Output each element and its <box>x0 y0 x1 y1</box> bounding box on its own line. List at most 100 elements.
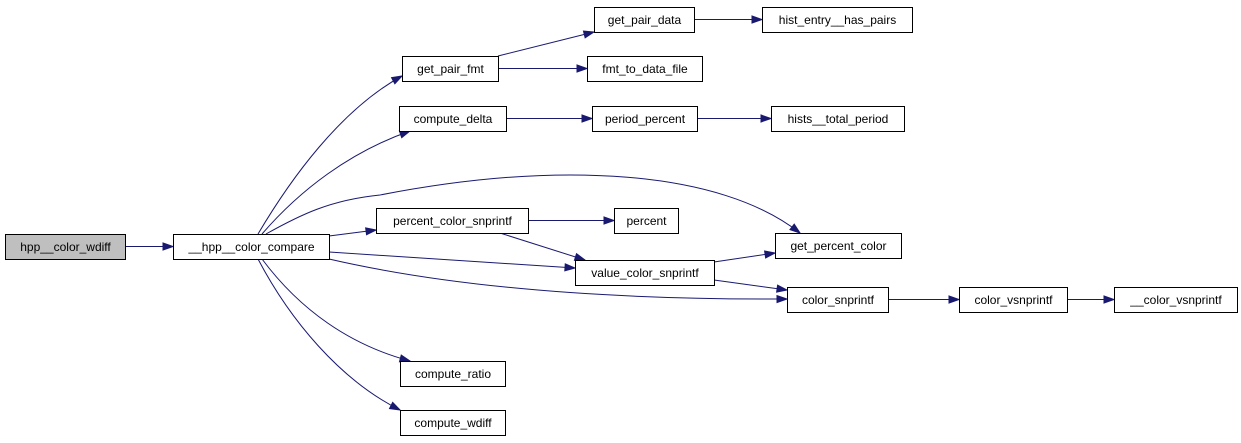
node-hpp-color-compare[interactable]: __hpp__color_compare <box>173 234 330 260</box>
node-box <box>787 287 889 313</box>
edge-line <box>265 174 801 235</box>
node-box <box>376 208 529 234</box>
arrowhead-icon <box>398 354 412 363</box>
node-label: value_color_snprintf <box>591 266 699 280</box>
edge-hpp-color-compare-to-color-snprintf <box>328 258 789 304</box>
node-color-snprintf[interactable]: color_snprintf <box>787 287 889 313</box>
node-label: get_pair_fmt <box>417 62 484 76</box>
edge-line <box>257 75 403 235</box>
arrowhead-icon <box>564 263 577 272</box>
node-box <box>592 106 698 132</box>
node-label: __hpp__color_compare <box>187 240 314 254</box>
edge-percent-color-snprintf-to-percent <box>528 216 616 225</box>
node-period-percent[interactable]: period_percent <box>592 106 698 132</box>
node-value-color-snprintf[interactable]: value_color_snprintf <box>575 260 715 286</box>
edge-value-color-snprintf-to-color-snprintf <box>713 279 789 293</box>
edge-line <box>257 258 401 411</box>
node-get-percent-color[interactable]: get_percent_color <box>775 233 902 259</box>
edge-get-pair-fmt-to-fmt-to-data-file <box>498 64 589 73</box>
arrowhead-icon <box>776 284 789 293</box>
node-color-vsnprintf[interactable]: color_vsnprintf <box>959 287 1068 313</box>
node-hpp-color-wdiff[interactable]: hpp__color_wdiff <box>5 234 126 260</box>
node-box <box>762 7 913 33</box>
node-label: hists__total_period <box>788 112 889 126</box>
edge-line <box>328 251 576 269</box>
arrowhead-icon <box>763 250 777 259</box>
node-box <box>399 106 507 132</box>
node-box <box>5 234 126 260</box>
node-box <box>1114 287 1238 313</box>
node-label: period_percent <box>605 112 686 126</box>
node-percent[interactable]: percent <box>614 208 679 234</box>
arrowhead-icon <box>776 294 789 304</box>
edge-get-pair-fmt-to-get-pair-data <box>497 30 596 57</box>
node-color-vsnprintf-inner[interactable]: __color_vsnprintf <box>1114 287 1238 313</box>
arrowhead-icon <box>603 216 616 225</box>
node-label: hpp__color_wdiff <box>20 240 111 254</box>
edge-line <box>261 258 411 362</box>
edge-hpp-color-compare-to-compute-ratio <box>261 258 412 363</box>
arrowhead-icon <box>162 242 175 251</box>
edge-percent-color-snprintf-to-value-color-snprintf <box>499 232 587 261</box>
edge-hpp-color-compare-to-value-color-snprintf <box>328 251 577 272</box>
node-get-pair-data[interactable]: get_pair_data <box>594 7 695 33</box>
node-compute-delta[interactable]: compute_delta <box>399 106 507 132</box>
edge-line <box>499 232 586 261</box>
edge-line <box>713 279 788 291</box>
arrowhead-icon <box>390 75 404 85</box>
node-box <box>400 410 506 436</box>
node-label: compute_wdiff <box>414 416 492 430</box>
node-hist-entry-has-pairs[interactable]: hist_entry__has_pairs <box>762 7 913 33</box>
arrowhead-icon <box>573 252 587 261</box>
node-label: get_pair_data <box>608 13 682 27</box>
edge-hpp-color-compare-to-percent-color-snprintf <box>328 227 378 237</box>
edge-get-pair-data-to-hist-entry-has-pairs <box>694 15 764 24</box>
node-label: fmt_to_data_file <box>602 62 688 76</box>
edge-hpp-color-wdiff-to-hpp-color-compare <box>125 242 175 251</box>
arrowhead-icon <box>1103 295 1116 304</box>
node-box <box>614 208 679 234</box>
edge-period-percent-to-hists-total-period <box>697 114 773 123</box>
node-compute-wdiff[interactable]: compute_wdiff <box>400 410 506 436</box>
node-label: compute_delta <box>414 112 493 126</box>
node-percent-color-snprintf[interactable]: percent_color_snprintf <box>376 208 529 234</box>
node-get-pair-fmt[interactable]: get_pair_fmt <box>402 56 499 82</box>
arrowhead-icon <box>789 223 802 234</box>
arrowhead-icon <box>751 15 764 24</box>
node-box <box>575 260 715 286</box>
arrowhead-icon <box>582 30 596 39</box>
node-box <box>594 7 695 33</box>
node-box <box>771 106 905 132</box>
node-hists-total-period[interactable]: hists__total_period <box>771 106 905 132</box>
edge-hpp-color-compare-to-compute-wdiff <box>257 258 402 411</box>
arrowhead-icon <box>948 295 961 304</box>
arrowhead-icon <box>365 227 378 236</box>
node-fmt-to-data-file[interactable]: fmt_to_data_file <box>587 56 703 82</box>
node-box <box>775 233 902 259</box>
edge-line <box>261 130 411 235</box>
node-box <box>587 56 703 82</box>
call-graph-edges <box>125 15 1116 411</box>
edge-hpp-color-compare-to-compute-delta <box>261 130 412 235</box>
arrowhead-icon <box>388 401 402 411</box>
node-label: percent <box>626 214 667 228</box>
node-label: hist_entry__has_pairs <box>779 13 896 27</box>
edge-line <box>497 31 595 57</box>
node-label: __color_vsnprintf <box>1129 293 1222 307</box>
edge-hpp-color-compare-to-get-pair-fmt <box>257 75 404 235</box>
node-box <box>959 287 1068 313</box>
arrowhead-icon <box>760 114 773 123</box>
node-label: compute_ratio <box>415 367 491 381</box>
edge-line <box>328 258 788 300</box>
node-box <box>400 361 506 387</box>
edge-compute-delta-to-period-percent <box>506 114 594 123</box>
node-compute-ratio[interactable]: compute_ratio <box>400 361 506 387</box>
node-box <box>173 234 330 260</box>
node-label: color_snprintf <box>802 293 875 307</box>
edge-value-color-snprintf-to-get-percent-color <box>713 250 777 263</box>
call-graph-nodes: hpp__color_wdiff __hpp__color_compare get_… <box>5 7 1238 436</box>
node-label: color_vsnprintf <box>974 293 1053 307</box>
arrowhead-icon <box>576 64 589 73</box>
edge-hpp-color-compare-to-get-percent-color <box>265 174 802 235</box>
